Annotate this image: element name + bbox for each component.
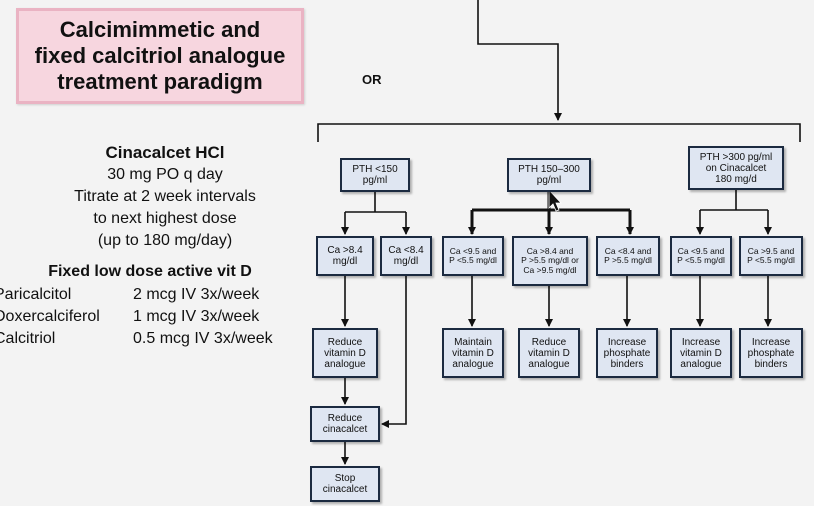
cinacalcet-line: to next highest dose: [93, 210, 237, 227]
title-line: fixed calcitriol analogue: [34, 43, 286, 68]
page-title: Calcimimmetic and fixed calcitriol analo…: [35, 17, 286, 95]
vitd-drug-dose: 2 mcg IV 3x/week: [133, 286, 260, 303]
vitd-drug-dose: 0.5 mcg IV 3x/week: [133, 330, 273, 347]
vitd-drug-name: Paricalcitol: [0, 286, 72, 303]
cinacalcet-line: (up to 180 mg/day): [97, 232, 233, 249]
title-line: treatment paradigm: [57, 69, 263, 94]
cinacalcet-block: Cinacalcet HCl 30 mg PO q day Titrate at…: [0, 142, 330, 252]
or-label: OR: [362, 72, 382, 87]
vitd-drug-name: Calcitriol: [0, 330, 56, 347]
cinacalcet-line: 30 mg PO q day: [107, 166, 223, 183]
vitd-title: Fixed low dose active vit D: [48, 263, 252, 280]
mouse-cursor-icon: [548, 188, 562, 212]
title-line: Calcimimmetic and: [59, 17, 261, 42]
cinacalcet-title: Cinacalcet HCl: [105, 143, 225, 162]
title-box: Calcimimmetic and fixed calcitriol analo…: [16, 8, 304, 104]
cinacalcet-line: Titrate at 2 week intervals: [74, 188, 256, 205]
vitd-drug-dose: 1 mcg IV 3x/week: [133, 308, 260, 325]
vitd-drug-name: Doxercalciferol: [0, 308, 100, 325]
